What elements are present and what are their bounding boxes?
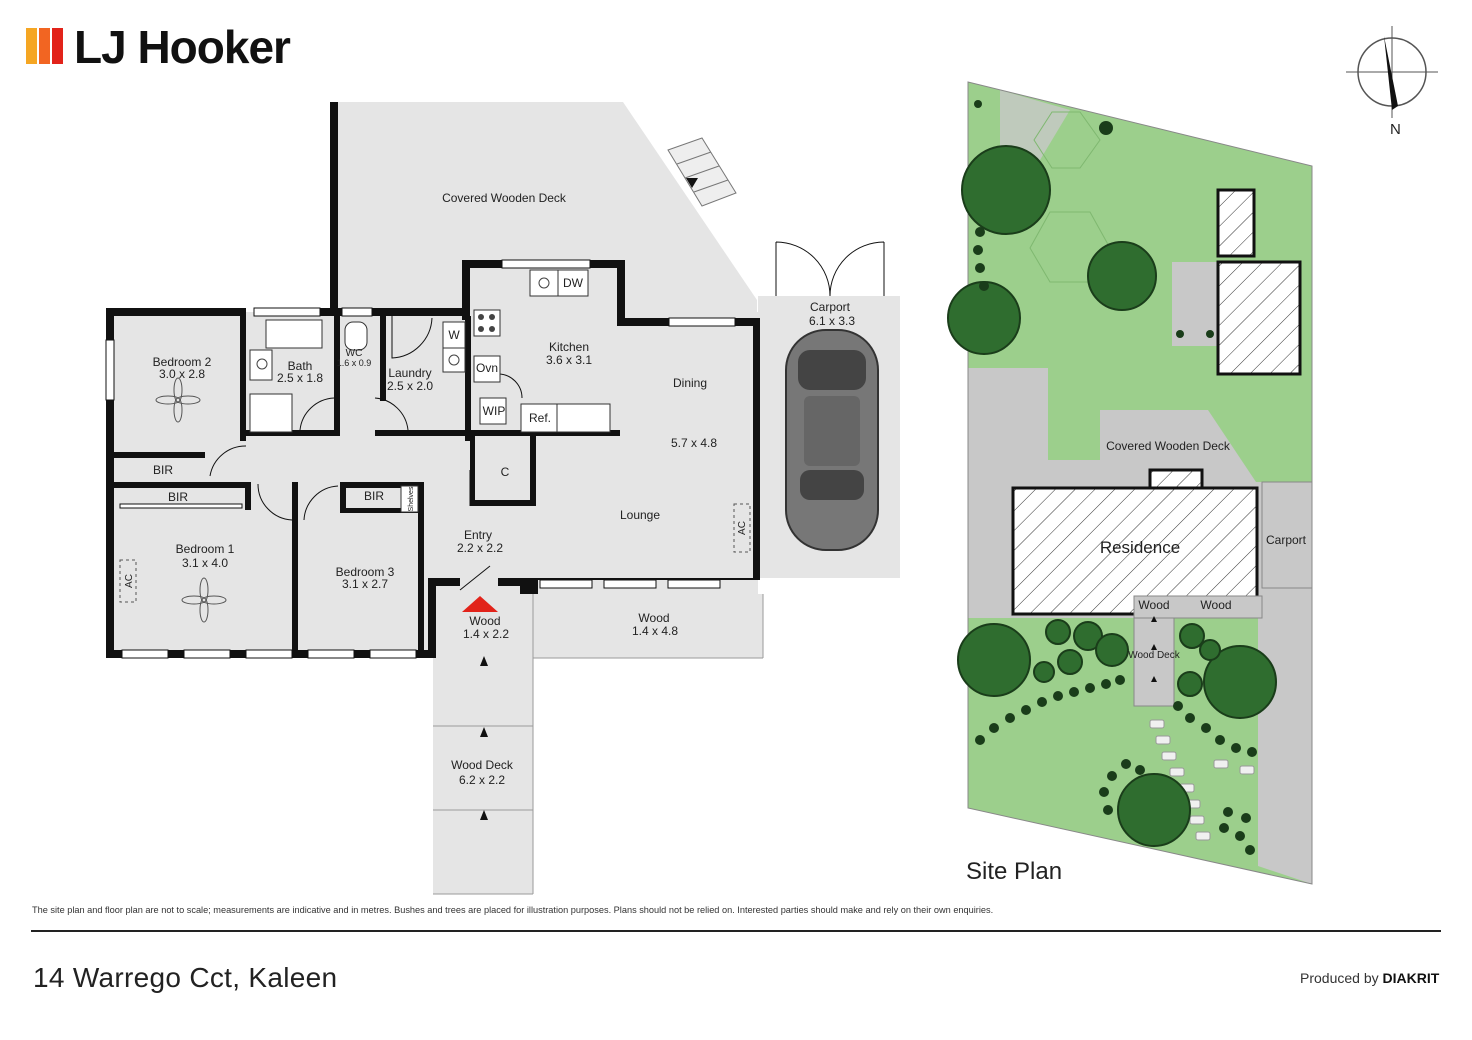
label-bedroom3: Bedroom 3 [336,565,395,579]
label-wc: WC [346,348,363,359]
covered-deck-area [332,102,757,320]
label-bath-dims: 2.5 x 1.8 [277,371,323,385]
site-label-wood-deck: Wood Deck [1128,650,1181,661]
tree-icon [961,145,1051,235]
label-dw: DW [563,276,584,290]
label-dining-dims: 5.7 x 4.8 [671,436,717,450]
label-wood-small-dims: 1.4 x 2.2 [463,627,509,641]
wood-deck-small [433,578,533,658]
site-plan: Covered Wooden Deck Carport Wood Wood Wo… [947,26,1438,885]
label-bir-bed1: BIR [168,490,188,504]
label-wood-deck: Wood Deck [451,758,514,772]
tree-icon [957,623,1031,697]
tree-icon [1117,773,1191,847]
bush-icon [1095,633,1129,667]
floor-plan: Covered Wooden Deck Kitchen 3.6 x 3.1 Di… [105,102,900,895]
label-laundry: Laundry [388,366,431,380]
compass-icon [1346,26,1438,118]
label-entry-dims: 2.2 x 2.2 [457,541,503,555]
label-ovn: Ovn [476,361,498,375]
property-address: 14 Warrego Cct, Kaleen [33,962,338,993]
tree-icon [947,281,1021,355]
label-entry: Entry [464,528,492,542]
label-kitchen-dims: 3.6 x 3.1 [546,353,592,367]
bush-icon [1057,649,1083,675]
label-wood-small: Wood [469,614,500,628]
path-arrow-icon [480,727,488,737]
bush-icon [1179,623,1205,649]
car-icon [785,329,879,551]
label-shelves: Shelves [408,486,415,511]
label-bedroom1: Bedroom 1 [176,542,235,556]
producer-name: DIAKRIT [1382,970,1440,986]
bush-icon [1073,621,1103,651]
produced-by-label: Produced by [1300,970,1379,986]
label-covered-deck: Covered Wooden Deck [442,191,567,205]
label-wood-large-dims: 1.4 x 4.8 [632,624,678,638]
site-label-covered-deck: Covered Wooden Deck [1106,439,1231,453]
label-ac-lounge: AC [737,521,748,535]
label-carport: Carport [810,300,851,314]
label-wc-dims: 1.6 x 0.9 [337,358,372,368]
label-ref: Ref. [529,411,551,425]
path-arrow-icon [480,810,488,820]
label-ac-bed1: AC [124,574,135,588]
logo-stripe-yellow [26,28,37,64]
label-bedroom2: Bedroom 2 [153,355,212,369]
tree-icon [1087,241,1157,311]
label-wood-deck-dims: 6.2 x 2.2 [459,773,505,787]
ceiling-fan-bed1 [181,577,227,623]
logo-stripe-red [52,28,63,64]
site-label-residence: Residence [1100,538,1180,557]
path-arrow-icon [480,656,488,666]
label-closet: C [501,465,510,479]
logo-stripe-orange [39,28,50,64]
stairs-arrow [686,178,698,188]
footer-divider [31,930,1441,932]
site-carport [1261,481,1313,589]
label-bedroom1-dims: 3.1 x 4.0 [182,556,228,570]
label-bir-bed2: BIR [153,463,173,477]
label-wip: WIP [483,404,506,418]
wood-deck-path [433,658,533,894]
shed-building [1216,188,1256,258]
bush-icon [1045,619,1071,645]
site-label-wood-2: Wood [1200,598,1231,612]
bush-icon [1177,671,1203,697]
label-laundry-dims: 2.5 x 2.0 [387,379,433,393]
garage-building [1216,260,1302,376]
bathtub [265,319,323,349]
produced-by: Produced by DIAKRIT [1300,970,1439,986]
disclaimer: The site plan and floor plan are not to … [32,905,994,915]
label-kitchen: Kitchen [549,340,589,354]
label-wood-large: Wood [638,611,669,625]
bush-icon [1199,639,1221,661]
tree-icon [1203,645,1277,719]
label-bedroom2-dims: 3.0 x 2.8 [159,367,205,381]
label-carport-dims: 6.1 x 3.3 [809,314,855,328]
label-dining: Dining [673,376,707,390]
logo-text: LJ Hooker [74,21,291,73]
site-label-wood-1: Wood [1138,598,1169,612]
label-bath: Bath [288,359,313,373]
toilet [344,321,368,351]
north-label: N [1390,121,1401,138]
label-w: W [448,328,460,342]
label-bedroom3-dims: 3.1 x 2.7 [342,577,388,591]
label-lounge: Lounge [620,508,660,522]
label-bir-bed3: BIR [364,489,384,503]
wood-deck-large [533,594,763,658]
ceiling-fan-bed2 [155,377,201,423]
entry-marker-icon [462,596,498,612]
site-label-carport: Carport [1266,533,1307,547]
site-plan-title: Site Plan [966,858,1063,885]
bush-icon [1033,661,1055,683]
